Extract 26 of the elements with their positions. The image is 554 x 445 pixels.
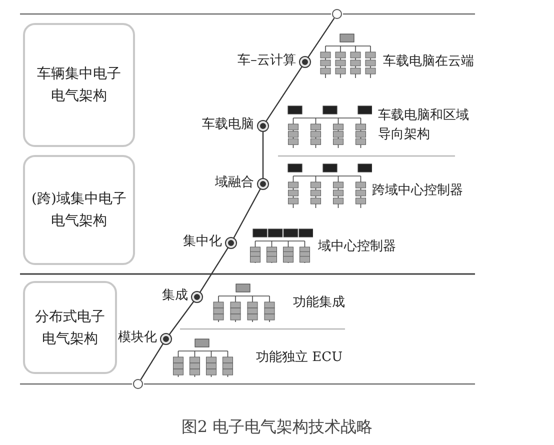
milestone-label: 车–云计算 — [238, 53, 296, 69]
timeline-line — [199, 246, 229, 294]
category-box — [23, 155, 135, 265]
timeline-line — [168, 300, 195, 336]
timeline-line — [262, 131, 264, 179]
timeline-line — [265, 66, 303, 122]
category-label: (跨)域集中电子电气架构 — [31, 190, 127, 231]
stage-label: 车载电脑在云端 — [383, 53, 475, 71]
stage-label: 功能集成 — [293, 294, 346, 312]
stage-label: 域中心控制器 — [318, 238, 397, 256]
milestone-label: 模块化 — [118, 330, 157, 346]
caption: 图2 电子电气架构技术战略 — [180, 416, 374, 438]
milestone-label: 车载电脑 — [202, 117, 254, 133]
timeline-line — [232, 188, 262, 239]
category-box — [23, 281, 117, 374]
milestone-label: 集中化 — [183, 234, 222, 250]
timeline-line — [307, 18, 335, 58]
category-label: 分布式电子电气架构 — [34, 308, 106, 348]
milestone-label: 域融合 — [215, 175, 254, 191]
category-box — [23, 23, 135, 147]
stage-label: 功能独立 ECU — [256, 349, 344, 367]
category-label: 车辆集中电子电气架构 — [36, 65, 122, 106]
timeline-line — [140, 342, 164, 380]
milestone-label: 集成 — [162, 288, 188, 304]
stage-label: 跨域中心控制器 — [372, 182, 464, 200]
stage-label: 车载电脑和区域导向架构 — [378, 107, 470, 144]
